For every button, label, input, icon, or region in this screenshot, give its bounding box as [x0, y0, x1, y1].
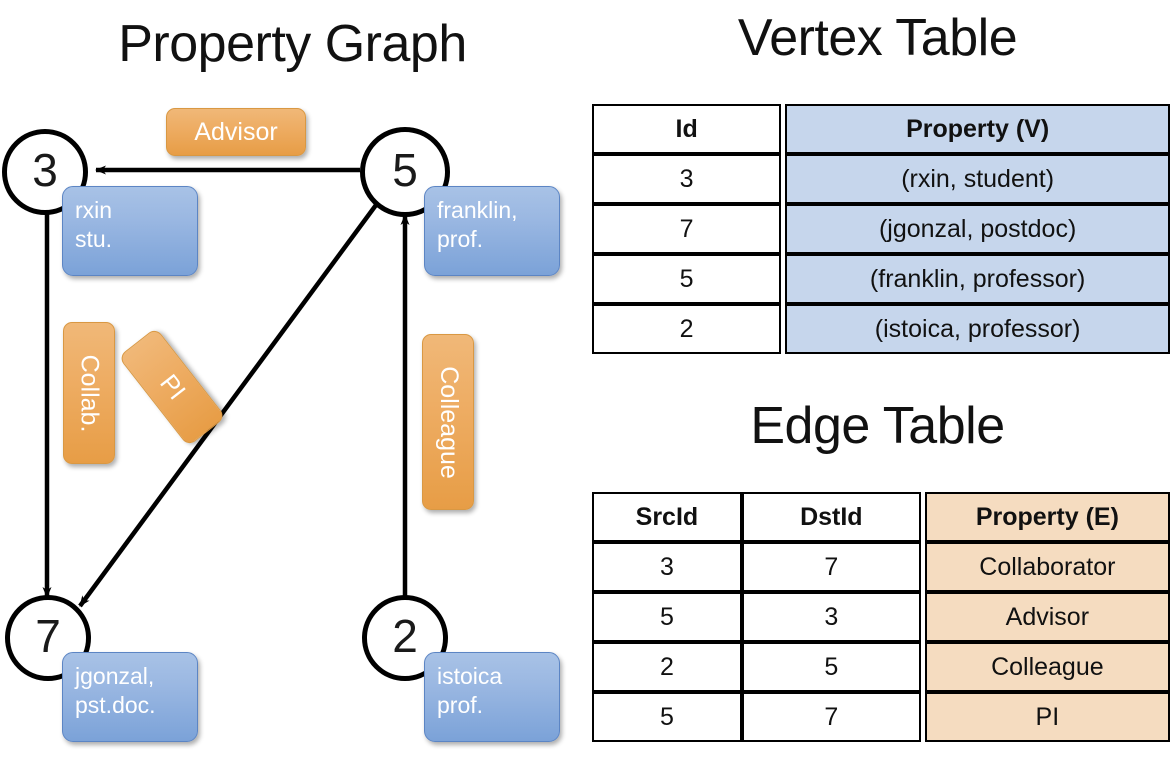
node-property-line: rxin — [75, 197, 113, 223]
graph-node-7-label: 7 — [35, 610, 61, 662]
node-property-line: prof. — [437, 225, 484, 252]
column-gap — [920, 492, 925, 542]
vertex-cell-id: 7 — [592, 204, 782, 254]
table-row: 5 3 Advisor — [592, 592, 1170, 642]
column-gap — [781, 304, 786, 354]
vertex-table: Id Property (V) 3 (rxin, student) 7 (jgo… — [592, 104, 1170, 354]
node-property-box-franklin: franklin, prof. — [424, 186, 560, 276]
edge-header-dstid: DstId — [741, 492, 921, 542]
graph-edges-layer — [42, 165, 410, 608]
table-row: 7 (jgonzal, postdoc) — [592, 204, 1170, 254]
vertex-cell-property: (rxin, student) — [785, 154, 1170, 204]
page-title-property-graph: Property Graph — [118, 15, 467, 73]
edge-header-property: Property (E) — [924, 492, 1170, 542]
vertex-cell-property: (jgonzal, postdoc) — [785, 204, 1170, 254]
table-row: 2 5 Colleague — [592, 642, 1170, 692]
table-row: 3 7 Collaborator — [592, 542, 1170, 592]
column-gap — [781, 154, 786, 204]
node-property-line: istoica — [437, 663, 503, 689]
node-property-box-rxin: rxin stu. — [62, 186, 198, 276]
edge-arrow-5-to-7 — [78, 203, 378, 608]
vertex-cell-id: 2 — [592, 304, 782, 354]
column-gap — [781, 254, 786, 304]
edge-cell-dstid: 7 — [741, 542, 921, 592]
edge-label-advisor: Advisor — [166, 108, 306, 156]
graph-node-5-label: 5 — [392, 144, 418, 196]
edge-cell-property: Colleague — [924, 642, 1170, 692]
vertex-header-id: Id — [592, 104, 782, 154]
edge-cell-srcid: 2 — [592, 642, 742, 692]
graph-node-3-label: 3 — [32, 144, 58, 196]
node-property-box-jgonzal: jgonzal, pst.doc. — [62, 652, 198, 742]
page-title-edge-table: Edge Table — [750, 397, 1005, 455]
edge-cell-srcid: 3 — [592, 542, 742, 592]
table-row: 3 (rxin, student) — [592, 154, 1170, 204]
vertex-cell-id: 5 — [592, 254, 782, 304]
node-property-line: pst.doc. — [75, 691, 156, 718]
edge-cell-dstid: 5 — [741, 642, 921, 692]
edge-cell-property: Advisor — [924, 592, 1170, 642]
edge-label-advisor-text: Advisor — [194, 117, 278, 146]
edge-cell-srcid: 5 — [592, 592, 742, 642]
edge-label-collab-text: Collab. — [75, 354, 104, 432]
vertex-cell-property: (istoica, professor) — [785, 304, 1170, 354]
edge-cell-property: Collaborator — [924, 542, 1170, 592]
edge-header-srcid: SrcId — [592, 492, 742, 542]
edge-cell-property: PI — [924, 692, 1170, 742]
node-property-line: jgonzal, — [75, 663, 155, 689]
graph-node-5[interactable]: 5 — [360, 127, 450, 217]
table-header-row: SrcId DstId Property (E) — [592, 492, 1170, 542]
column-gap — [920, 592, 925, 642]
edge-label-collab: Collab. — [63, 322, 115, 464]
table-row: 5 (franklin, professor) — [592, 254, 1170, 304]
edge-cell-dstid: 3 — [741, 592, 921, 642]
graph-node-2[interactable]: 2 — [362, 595, 448, 681]
column-gap — [920, 692, 925, 742]
vertex-cell-id: 3 — [592, 154, 782, 204]
node-property-box-istoica: istoica prof. — [424, 652, 560, 742]
edge-label-pi-text: PI — [154, 368, 191, 405]
edge-label-colleague: Colleague — [422, 334, 474, 510]
column-gap — [781, 104, 786, 154]
column-gap — [920, 642, 925, 692]
edge-cell-srcid: 5 — [592, 692, 742, 742]
column-gap — [920, 542, 925, 592]
edge-label-colleague-text: Colleague — [434, 365, 463, 479]
edge-cell-dstid: 7 — [741, 692, 921, 742]
table-row: 5 7 PI — [592, 692, 1170, 742]
edge-table: SrcId DstId Property (E) 3 7 Collaborato… — [592, 492, 1170, 742]
node-property-line: stu. — [75, 225, 113, 252]
node-property-line: franklin, — [437, 197, 518, 223]
graph-node-2-label: 2 — [392, 610, 418, 662]
table-header-row: Id Property (V) — [592, 104, 1170, 154]
page-title-vertex-table: Vertex Table — [737, 9, 1018, 67]
vertex-header-property: Property (V) — [785, 104, 1170, 154]
table-row: 2 (istoica, professor) — [592, 304, 1170, 354]
column-gap — [781, 204, 786, 254]
vertex-cell-property: (franklin, professor) — [785, 254, 1170, 304]
node-property-line: prof. — [437, 691, 484, 718]
